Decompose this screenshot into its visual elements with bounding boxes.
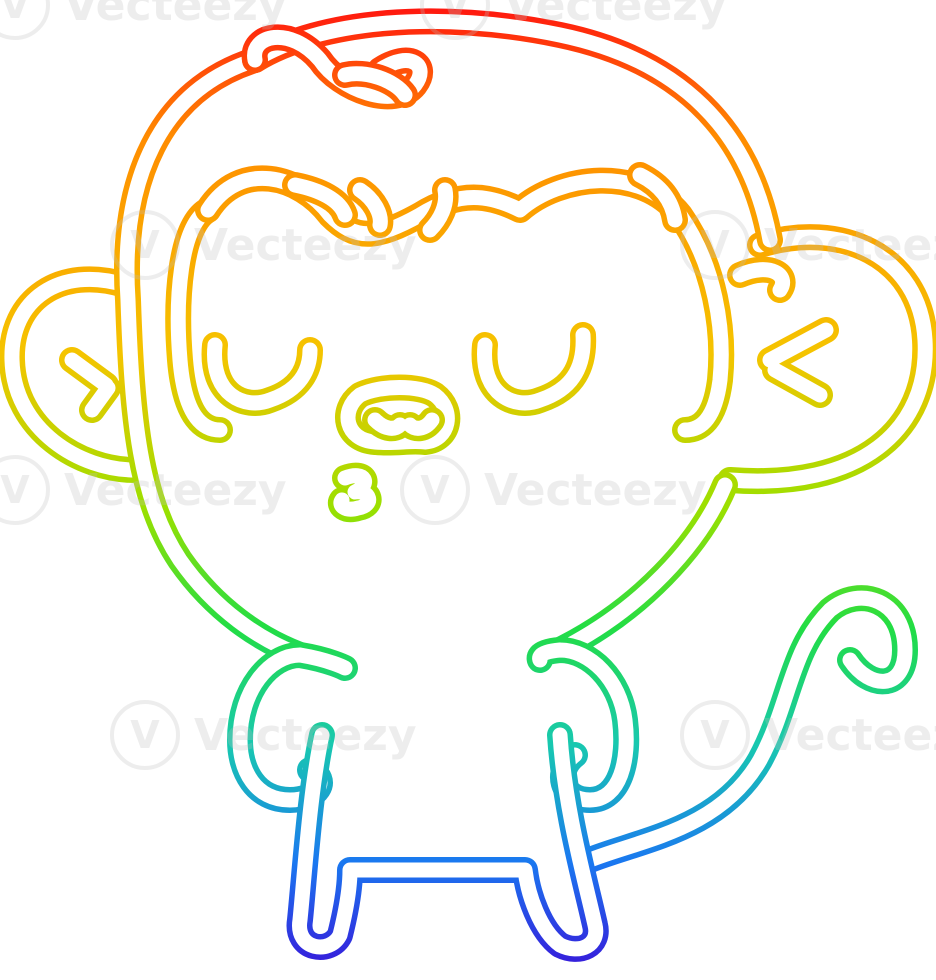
head-outline [114, 8, 783, 668]
body [227, 637, 640, 962]
mouth [327, 462, 382, 523]
closed-eyes [201, 322, 597, 416]
tail [577, 585, 918, 873]
nose [335, 374, 461, 456]
left-ear [0, 266, 148, 483]
face-outline [165, 162, 735, 443]
right-ear [717, 224, 936, 495]
hair-tuft [241, 24, 433, 110]
